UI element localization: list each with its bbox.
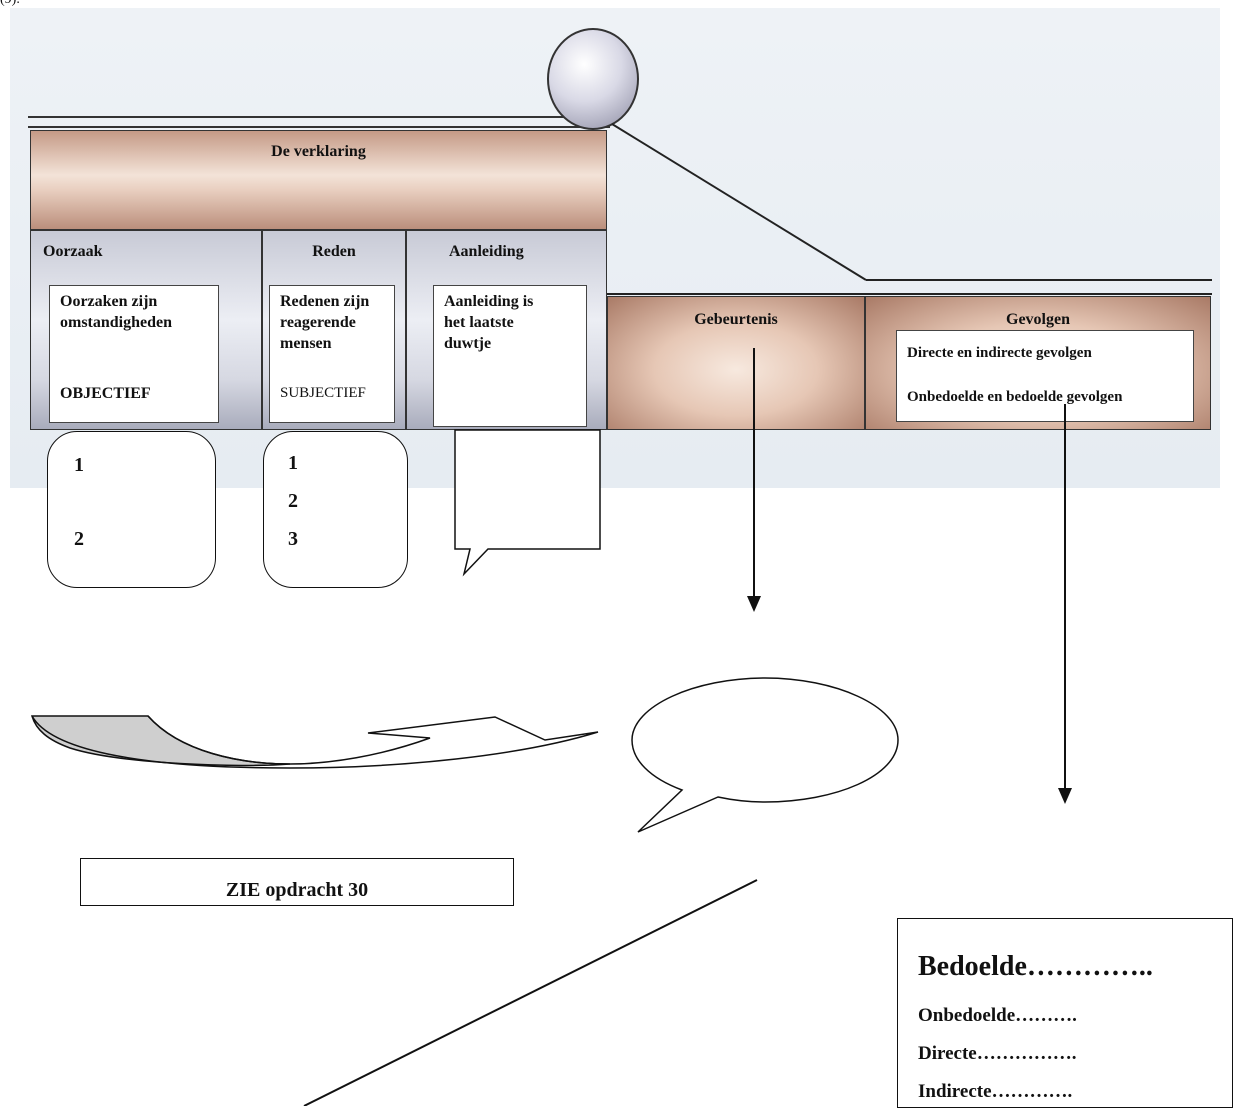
- oorzaak-answer-2: 2: [74, 528, 84, 550]
- oorzaak-header: Oorzaak: [43, 243, 103, 260]
- page-marker: (9).: [0, 0, 20, 8]
- diagonal-line: [303, 879, 758, 1106]
- reden-answer-1: 1: [288, 452, 298, 474]
- onbedoelde-line: Onbedoelde……….: [918, 1005, 1077, 1026]
- gevolgen-arrowhead: [1058, 788, 1072, 804]
- curved-arrow-shadow: [31, 715, 291, 767]
- bedoelde-line: Bedoelde…………..: [918, 951, 1153, 982]
- reden-header: Reden: [312, 243, 356, 260]
- reden-answer-box[interactable]: 1 2 3: [263, 431, 408, 588]
- column-reden: Reden Redenen zijn reagerende mensen SUB…: [262, 230, 406, 430]
- beam-line-bottom: [28, 126, 610, 128]
- ball: [547, 28, 639, 130]
- column-oorzaak: Oorzaak Oorzaken zijn omstandigheden OBJ…: [30, 230, 262, 430]
- zie-opdracht-box: ZIE opdracht 30: [80, 858, 514, 906]
- curved-arrow: [31, 715, 599, 769]
- zie-opdracht-label: ZIE opdracht 30: [225, 879, 369, 901]
- speech-bubble[interactable]: [631, 677, 899, 833]
- reden-tag: SUBJECTIEF: [280, 385, 366, 401]
- directe-line: Directe…………….: [918, 1043, 1077, 1064]
- aanleiding-definition: Aanleiding is het laatste duwtje: [433, 285, 587, 427]
- reden-definition: Redenen zijn reagerende mensen SUBJECTIE…: [269, 285, 395, 423]
- gevolgen-item-2: Onbedoelde en bedoelde gevolgen: [907, 389, 1123, 405]
- aanleiding-line-2: het laatste: [444, 313, 514, 331]
- gebeurtenis-arrowhead: [747, 596, 761, 612]
- gebeurtenis-panel: Gebeurtenis: [607, 296, 865, 430]
- reden-line-2: reagerende: [280, 313, 356, 331]
- oorzaak-answer-1: 1: [74, 454, 84, 476]
- bedoelde-box[interactable]: Bedoelde………….. Onbedoelde………. Directe…………: [897, 918, 1233, 1108]
- gevolgen-title: Gevolgen: [1006, 311, 1070, 328]
- column-aanleiding: Aanleiding Aanleiding is het laatste duw…: [406, 230, 607, 430]
- verklaring-panel: De verklaring: [30, 130, 607, 230]
- slope-line: [611, 123, 867, 281]
- aanleiding-callout[interactable]: [454, 429, 601, 577]
- reden-line-1: Redenen zijn: [280, 293, 370, 310]
- aanleiding-header: Aanleiding: [449, 243, 524, 260]
- gevolgen-list: Directe en indirecte gevolgen Onbedoelde…: [896, 330, 1194, 422]
- oorzaak-answer-box[interactable]: 1 2: [47, 431, 216, 588]
- reden-line-3: mensen: [280, 334, 332, 352]
- aanleiding-line-1: Aanleiding is: [444, 293, 534, 310]
- oorzaak-definition: Oorzaken zijn omstandigheden OBJECTIEF: [49, 285, 219, 423]
- reden-answer-2: 2: [288, 490, 298, 512]
- oorzaak-tag: OBJECTIEF: [60, 385, 151, 402]
- oorzaak-line-2: omstandigheden: [60, 313, 173, 331]
- gevolgen-item-1: Directe en indirecte gevolgen: [907, 345, 1092, 361]
- oorzaak-line-1: Oorzaken zijn: [60, 293, 158, 310]
- beam-line-top: [28, 116, 610, 118]
- indirecte-line: Indirecte………….: [918, 1081, 1073, 1102]
- verklaring-title: De verklaring: [271, 143, 366, 160]
- gebeurtenis-title: Gebeurtenis: [694, 311, 778, 328]
- reden-answer-3: 3: [288, 528, 298, 550]
- aanleiding-line-3: duwtje: [444, 334, 492, 352]
